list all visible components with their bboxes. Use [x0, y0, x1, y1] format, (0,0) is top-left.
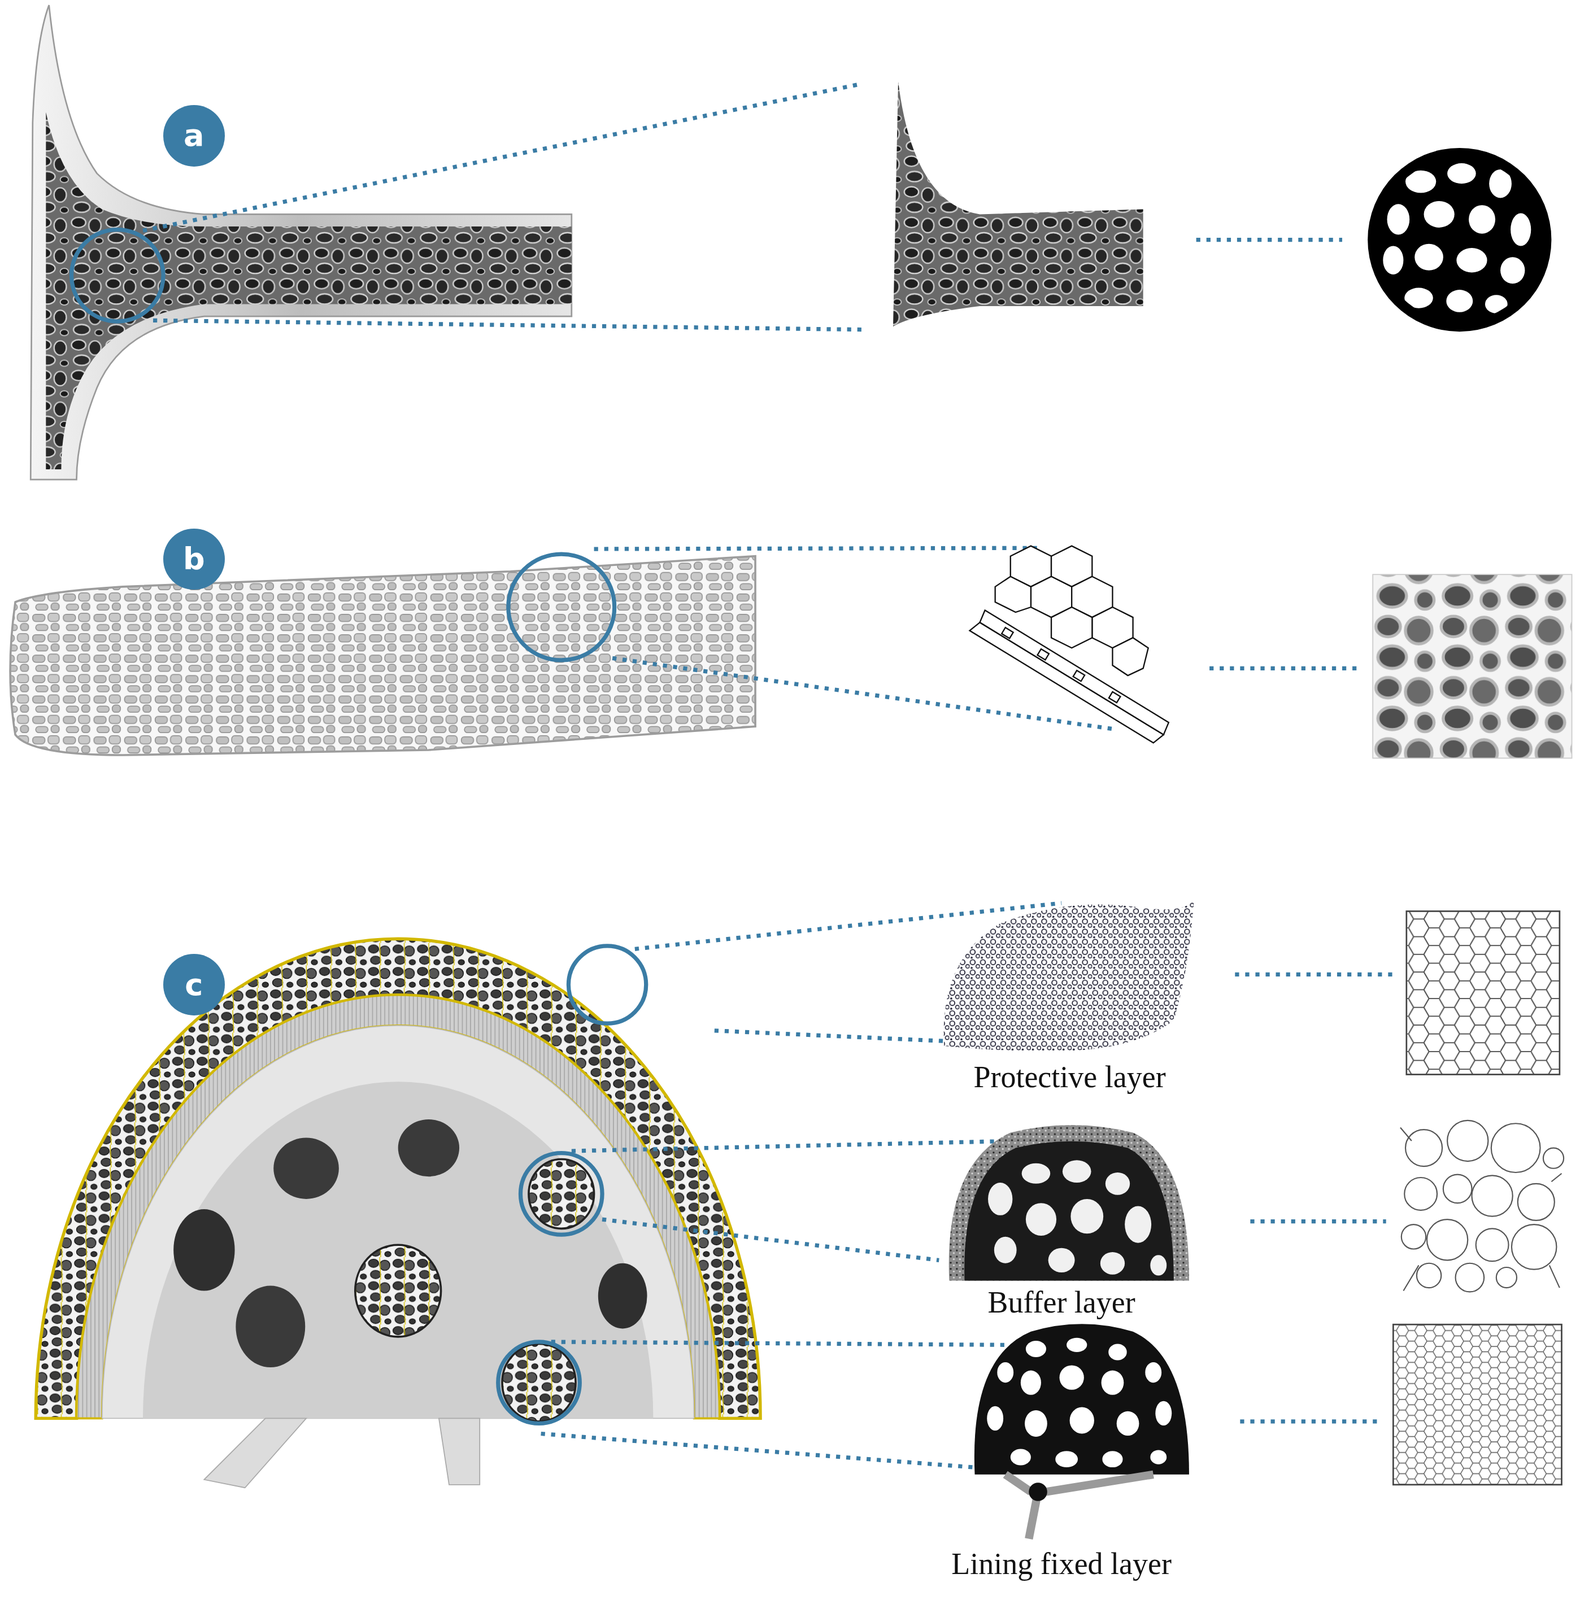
leader-lines: [594, 547, 1358, 730]
layer-caption: Protective layer: [973, 1060, 1166, 1095]
implant-shell: [30, 5, 572, 480]
foam-sample: [1372, 574, 1572, 759]
zoom-ring: [508, 554, 615, 661]
protective-layer-image: [943, 898, 1195, 1052]
lining-layer-image: [974, 1324, 1190, 1539]
panel-badge: a: [163, 105, 225, 167]
cast-section-sketch: [969, 546, 1169, 744]
circle-pack-sample: [1400, 1120, 1564, 1293]
pore-disc: [1367, 135, 1552, 332]
panel-letter: c: [184, 969, 203, 1001]
lattice-cast: [10, 556, 756, 756]
buffer-layer-image: [949, 1125, 1190, 1282]
porous-detail: [893, 81, 1144, 328]
voronoi-sample: [1393, 1324, 1562, 1486]
panel-letter: b: [183, 543, 206, 575]
zoom-ring: [568, 946, 646, 1024]
panel-badge: b: [163, 528, 225, 590]
panel-letter: a: [183, 120, 204, 151]
zoom-ring: [520, 1153, 603, 1236]
zoom-ring: [498, 1342, 581, 1425]
layer-caption: Buffer layer: [987, 1286, 1135, 1321]
layer-caption: Lining fixed layer: [951, 1547, 1172, 1582]
zoom-ring: [71, 229, 164, 322]
leader-lines: [142, 83, 1343, 330]
porous-core: [45, 112, 572, 470]
panel-badge: c: [163, 954, 225, 1016]
voronoi-sample: [1406, 911, 1560, 1075]
helmet: [35, 938, 761, 1488]
